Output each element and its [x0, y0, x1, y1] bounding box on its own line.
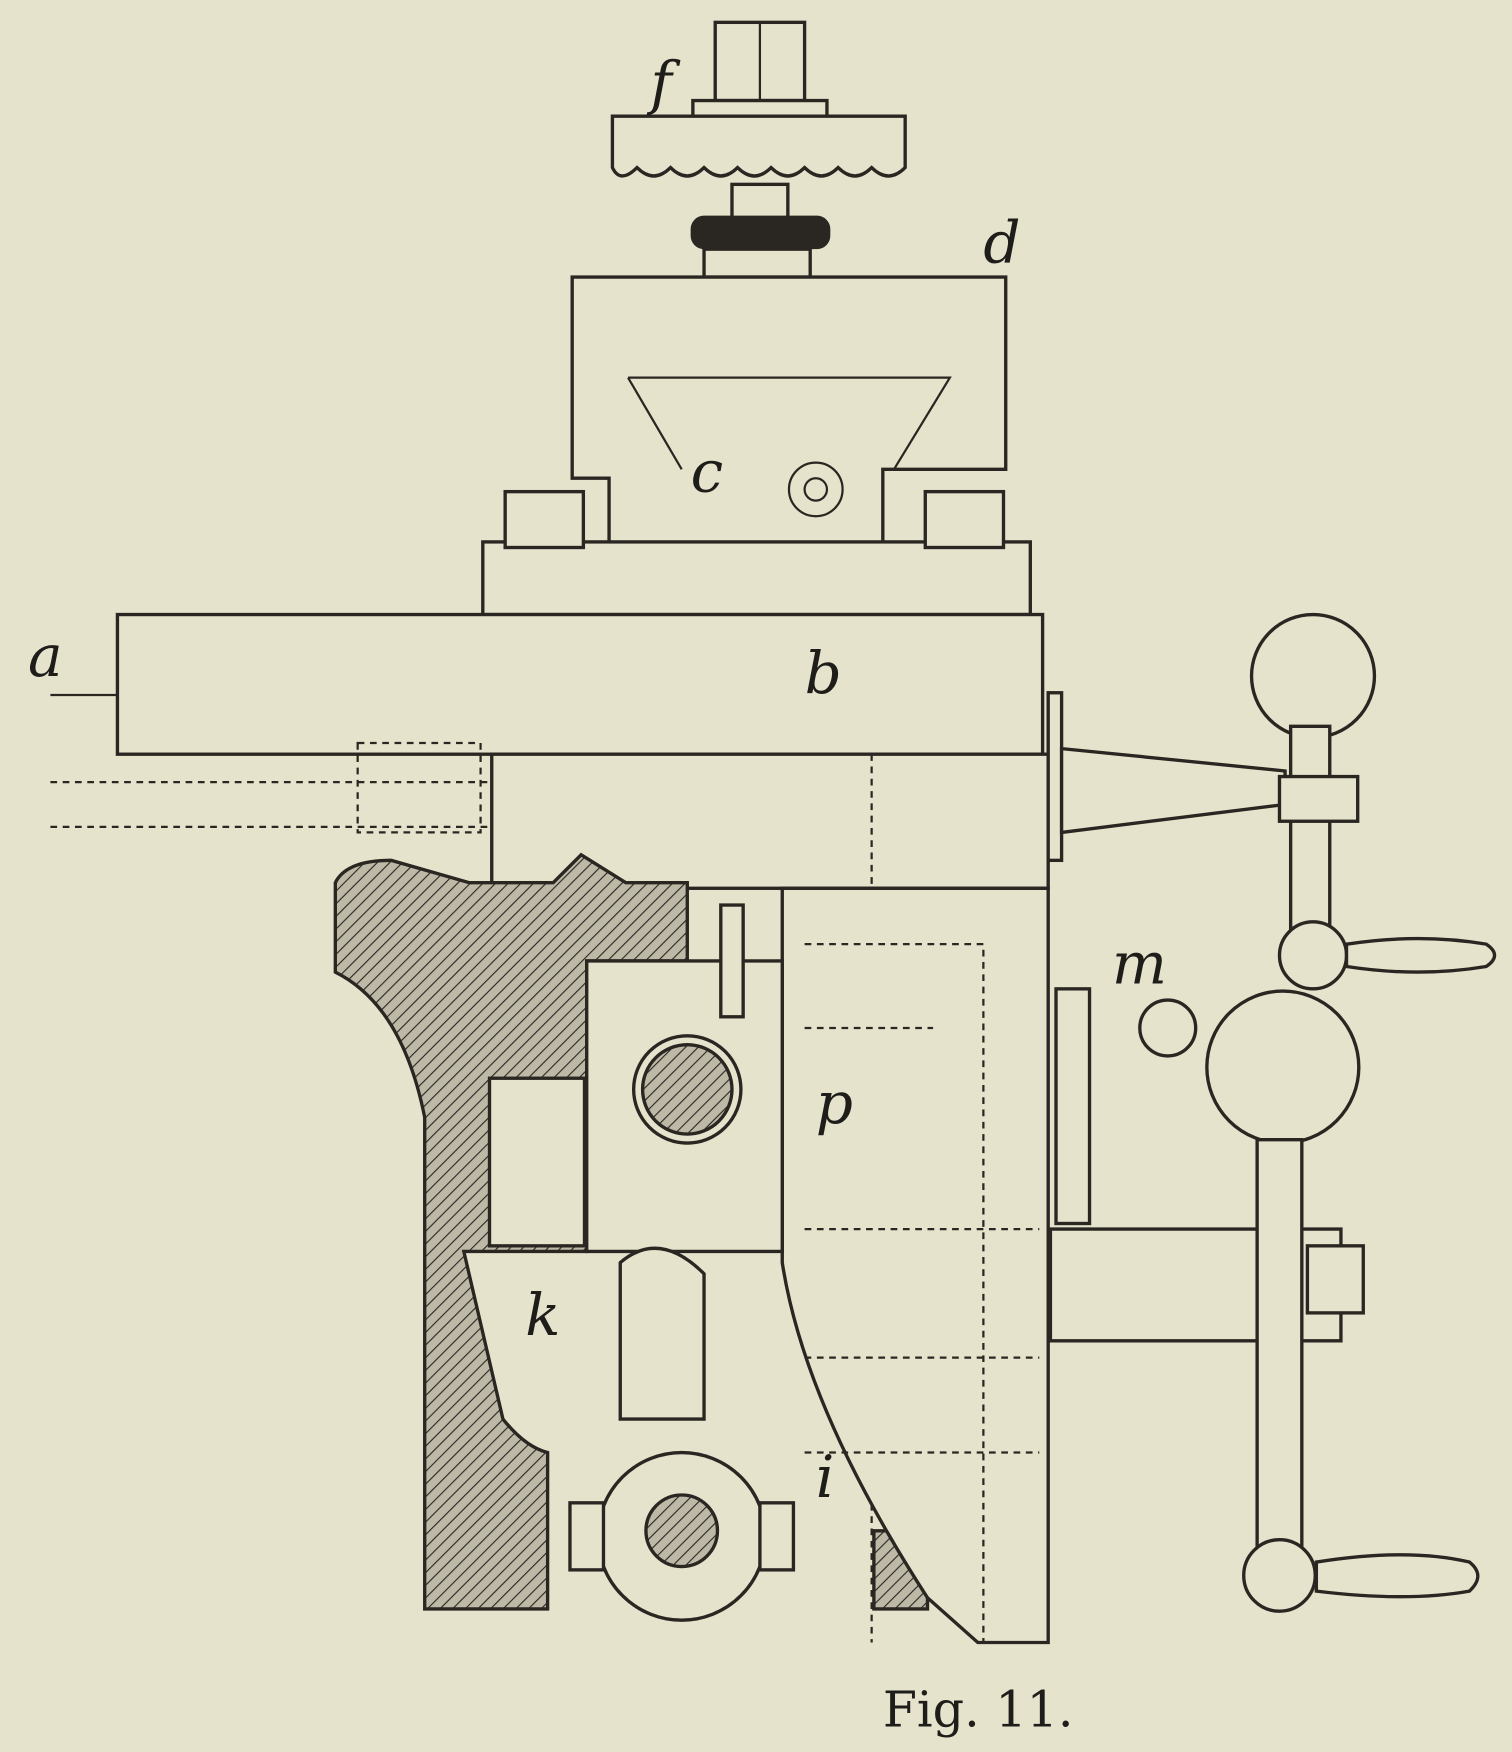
clamp-nut	[610, 20, 907, 279]
label-f: f	[646, 49, 681, 117]
label-i: i	[816, 1443, 835, 1511]
label-k: k	[525, 1281, 560, 1349]
label-d: d	[983, 209, 1020, 277]
figure-caption: Fig. 11.	[883, 1680, 1074, 1738]
label-c: c	[691, 438, 724, 506]
tool-holder	[481, 275, 1032, 617]
label-b: b	[805, 639, 842, 707]
label-p: p	[816, 1069, 853, 1137]
label-m: m	[1112, 929, 1167, 997]
top-handle	[1249, 612, 1497, 991]
label-a: a	[28, 622, 63, 690]
apron	[487, 886, 1050, 1645]
apron-handwheel	[1048, 987, 1480, 1613]
